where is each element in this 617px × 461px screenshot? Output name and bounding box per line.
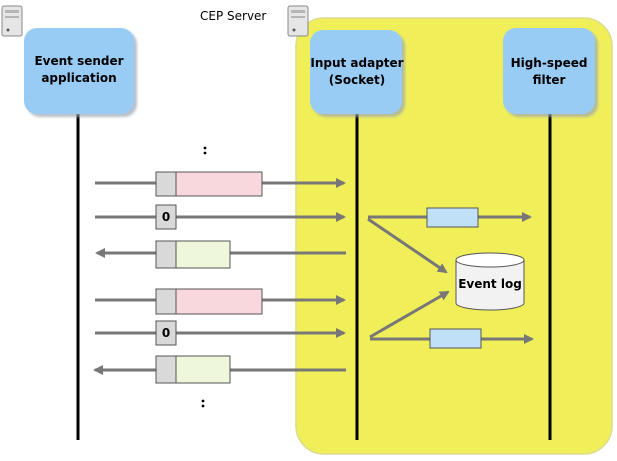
message-packet bbox=[155, 355, 231, 384]
continuation-mark bbox=[201, 399, 205, 408]
message-header-value: 0 bbox=[162, 326, 170, 340]
event-sender-label: Event sender bbox=[34, 54, 123, 68]
input-adapter-label: (Socket) bbox=[329, 73, 386, 87]
input-adapter-box: Input adapter (Socket) bbox=[310, 30, 404, 114]
cep-server-area bbox=[295, 17, 613, 455]
message-packet bbox=[155, 240, 231, 269]
high-speed-filter-label: High-speed bbox=[511, 56, 588, 70]
server-label: CEP Server bbox=[200, 9, 266, 23]
message-packet: 0 bbox=[155, 320, 177, 346]
server-computer-icon bbox=[287, 5, 309, 37]
message-packet bbox=[155, 171, 263, 197]
event-log-database-icon: Event log bbox=[455, 252, 525, 311]
event-sender-box: Event sender application bbox=[24, 28, 134, 114]
input-adapter-label: Input adapter bbox=[310, 56, 403, 70]
filtered-event-packet bbox=[429, 328, 482, 349]
high-speed-filter-label: filter bbox=[533, 73, 566, 87]
filtered-event-packet bbox=[426, 207, 479, 228]
continuation-mark bbox=[203, 146, 207, 155]
message-packet: 0 bbox=[155, 204, 177, 230]
message-packet bbox=[155, 288, 263, 315]
server-computer-icon bbox=[1, 5, 23, 37]
event-log-label: Event log bbox=[458, 277, 522, 291]
message-header-value: 0 bbox=[162, 210, 170, 224]
route-arrow bbox=[367, 217, 448, 274]
event-sender-label: application bbox=[41, 71, 116, 85]
high-speed-filter-box: High-speed filter bbox=[503, 28, 595, 114]
route-arrow bbox=[369, 290, 450, 339]
